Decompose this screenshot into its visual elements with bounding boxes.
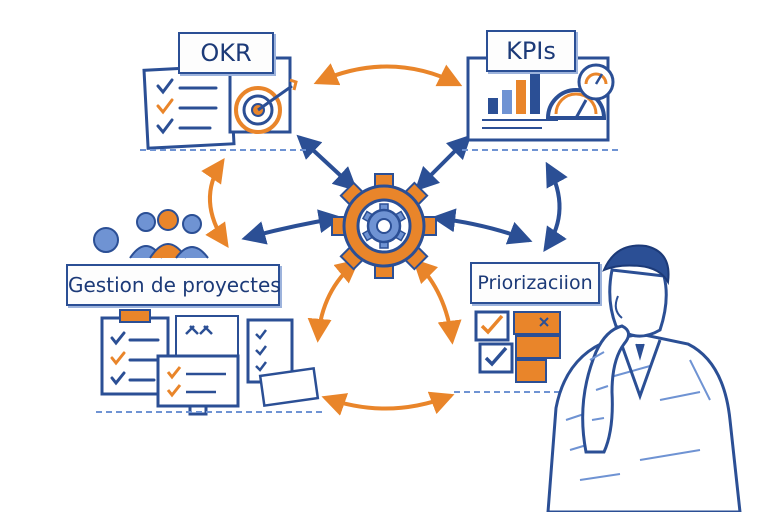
arrow-kpis-priorizacion <box>543 161 568 252</box>
arrows <box>201 63 568 416</box>
priorizacion-illustration <box>454 310 574 393</box>
checkbox-stack-icon <box>474 310 561 383</box>
gestion-label: Gestion de proyectes <box>66 264 281 306</box>
target-icon <box>234 78 298 134</box>
arrow-gear-down-left <box>307 258 360 343</box>
priorizacion-label: Priorizaciion <box>470 262 600 304</box>
monitor-icon <box>156 354 240 416</box>
central-gear-icon <box>331 173 437 279</box>
kpis-label: KPIs <box>486 30 576 72</box>
arrow-okr-gestion <box>201 158 229 248</box>
team-icon <box>93 209 209 259</box>
arrow-gear-kpis <box>414 134 472 192</box>
arrow-gestion-priorizacion <box>321 391 455 416</box>
arrow-gear-gestion <box>241 209 343 245</box>
okr-illustration <box>140 56 310 151</box>
arrow-okr-kpis <box>313 63 463 87</box>
bar-chart-icon <box>482 72 558 129</box>
arrow-gear-down-right <box>412 258 462 345</box>
arrow-gear-okr <box>296 134 358 192</box>
gestion-illustration <box>93 209 326 416</box>
gauge-icon <box>545 63 615 120</box>
okr-label: OKR <box>178 32 274 74</box>
arrow-gear-priorizacion <box>431 208 533 245</box>
person-thinking-icon <box>546 244 742 512</box>
